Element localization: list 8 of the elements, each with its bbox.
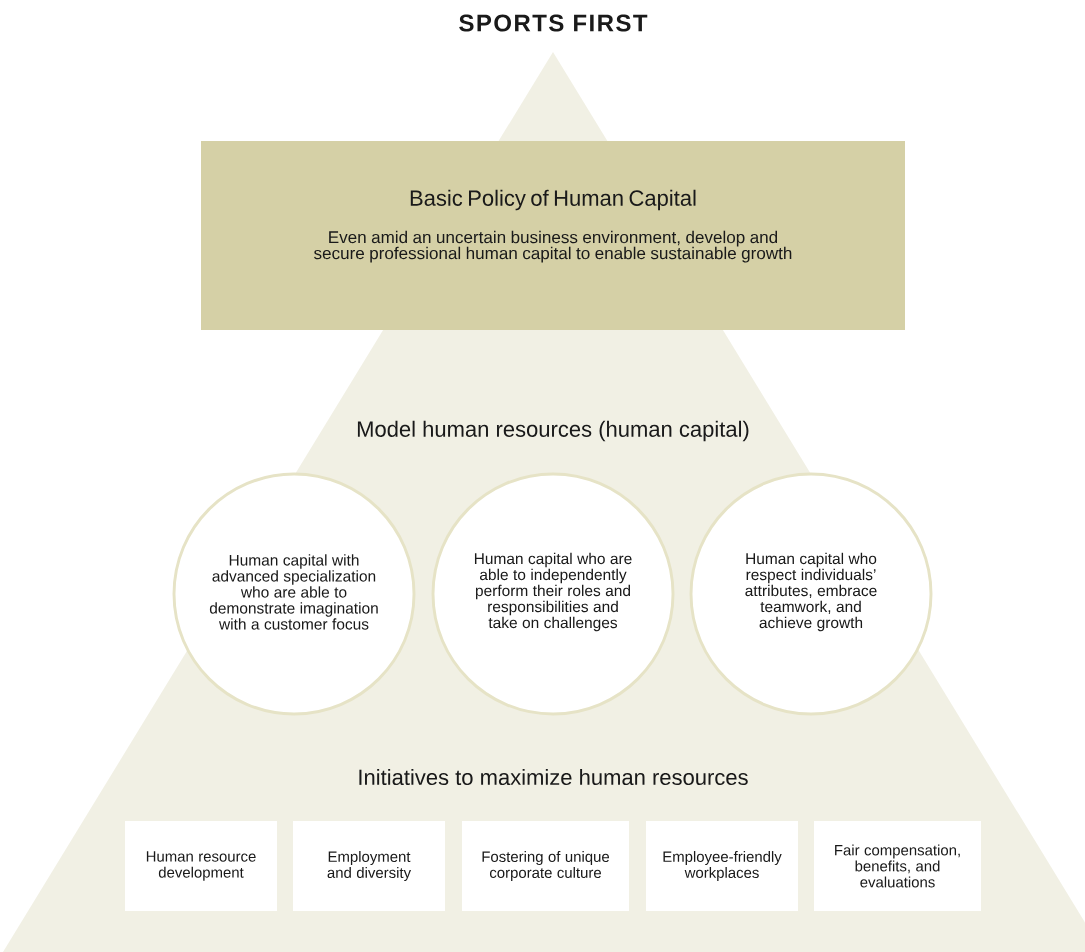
initiative-box: Fostering of unique corporate culture bbox=[462, 821, 629, 911]
initiative-box: Human resource development bbox=[125, 821, 277, 911]
initiative-box: Employee-friendly workplaces bbox=[646, 821, 798, 911]
initiative-box: Fair compensation, benefits, and evaluations bbox=[814, 821, 981, 911]
initiative-box: Employment and diversity bbox=[293, 821, 445, 911]
section-heading: Initiatives to maximize human resources bbox=[359, 768, 748, 786]
section-heading: Model human resources (human capital) bbox=[357, 420, 749, 442]
title: SPORTS FIRST bbox=[459, 14, 648, 32]
